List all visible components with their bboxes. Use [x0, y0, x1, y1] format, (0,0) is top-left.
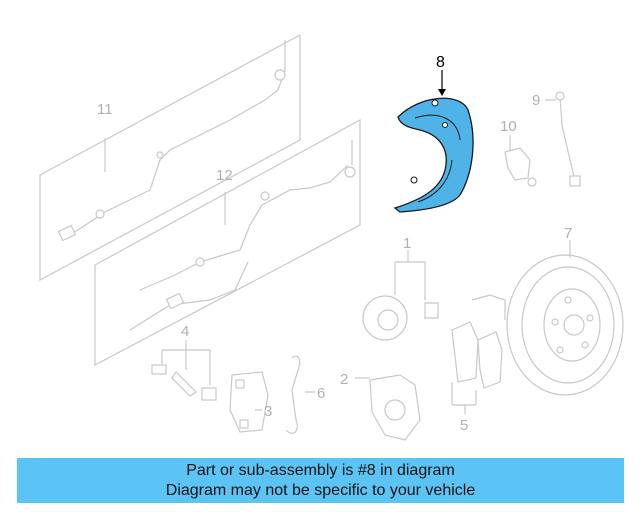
brake-rotor-7: 7: [506, 225, 624, 396]
callout-3: 3: [264, 403, 272, 420]
callout-2: 2: [340, 371, 348, 388]
callout-6: 6: [317, 385, 325, 402]
abs-harness-12: 12: [94, 118, 361, 366]
callout-5: 5: [460, 417, 468, 434]
callout-7: 7: [564, 225, 572, 242]
callout-12: 12: [216, 167, 233, 184]
brake-caliper-2: 2: [340, 371, 421, 441]
parts-diagram: 11 12 8 9 10: [39, 33, 624, 441]
callout-9: 9: [532, 92, 540, 109]
speed-sensor-10: 10: [500, 118, 537, 187]
caliper-bolts-4: 4: [151, 323, 217, 401]
caliper-bracket-3: 3: [229, 371, 272, 433]
banner-line-1: Part or sub-assembly is #8 in diagram: [186, 462, 455, 479]
brake-pads-5: 5: [451, 294, 506, 434]
callout-8: 8: [436, 54, 445, 71]
callout-10: 10: [500, 118, 517, 135]
abs-harness-11: 11: [39, 33, 301, 282]
info-banner: Part or sub-assembly is #8 in diagram Di…: [17, 458, 624, 503]
wheel-hub-1: 1: [362, 235, 439, 341]
wear-sensor-9: 9: [532, 91, 581, 187]
callout-11: 11: [97, 101, 113, 118]
spring-clip-6: 6: [285, 355, 325, 434]
splash-shield-8: 8: [393, 54, 474, 213]
callout-4: 4: [181, 323, 189, 340]
callout-1: 1: [403, 235, 411, 252]
banner-line-2: Diagram may not be specific to your vehi…: [165, 482, 476, 499]
